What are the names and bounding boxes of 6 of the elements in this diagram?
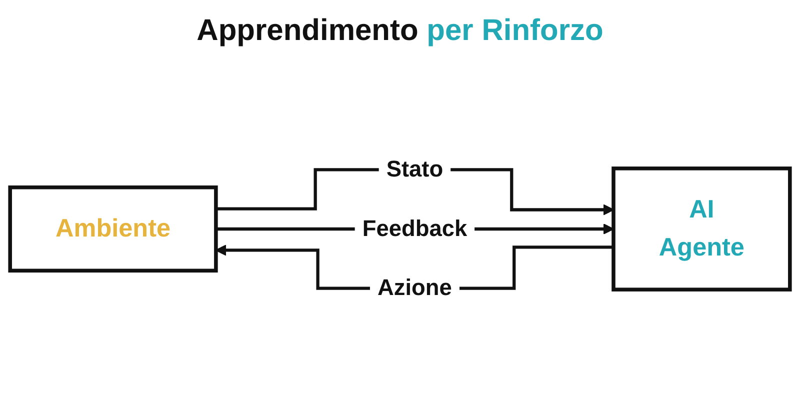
edge-label: Azione — [377, 275, 452, 300]
diagram-title: Apprendimento per Rinforzo — [196, 13, 604, 49]
edge-label: Feedback — [362, 216, 468, 241]
node-box: AI Agente — [612, 166, 792, 292]
node-box: Ambiente — [8, 185, 218, 273]
edge-label: Stato — [386, 156, 444, 182]
